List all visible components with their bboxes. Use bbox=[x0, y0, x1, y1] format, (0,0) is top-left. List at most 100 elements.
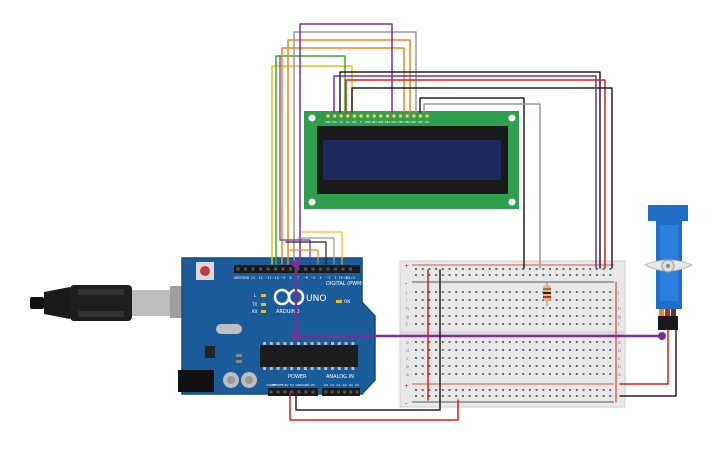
analog-pin-hole[interactable] bbox=[330, 390, 334, 394]
breadboard-hole[interactable] bbox=[455, 315, 458, 317]
breadboard-hole[interactable] bbox=[528, 365, 531, 367]
breadboard-hole[interactable] bbox=[522, 315, 525, 317]
breadboard-hole[interactable] bbox=[602, 341, 605, 343]
breadboard-hole[interactable] bbox=[535, 307, 538, 309]
breadboard-hole[interactable] bbox=[582, 373, 585, 375]
breadboard-hole[interactable] bbox=[522, 373, 525, 375]
breadboard-hole[interactable] bbox=[482, 315, 484, 317]
breadboard-hole[interactable] bbox=[488, 357, 491, 359]
breadboard-hole[interactable] bbox=[562, 373, 565, 375]
breadboard-hole[interactable] bbox=[542, 268, 545, 270]
breadboard-hole[interactable] bbox=[475, 323, 478, 325]
breadboard-hole[interactable] bbox=[508, 323, 511, 325]
breadboard-hole[interactable] bbox=[602, 373, 605, 375]
breadboard-hole[interactable] bbox=[595, 389, 598, 391]
breadboard-hole[interactable] bbox=[515, 395, 518, 397]
lcd-pin[interactable] bbox=[339, 113, 344, 119]
breadboard-hole[interactable] bbox=[468, 357, 471, 359]
breadboard-hole[interactable] bbox=[435, 323, 438, 325]
breadboard-hole[interactable] bbox=[435, 268, 438, 270]
breadboard-hole[interactable] bbox=[535, 341, 538, 343]
breadboard-hole[interactable] bbox=[421, 307, 424, 309]
breadboard-hole[interactable] bbox=[428, 291, 431, 293]
breadboard-hole[interactable] bbox=[415, 307, 417, 309]
breadboard-hole[interactable] bbox=[448, 299, 451, 301]
breadboard-hole[interactable] bbox=[435, 357, 438, 359]
breadboard-hole[interactable] bbox=[415, 274, 417, 276]
breadboard-hole[interactable] bbox=[595, 274, 598, 276]
breadboard-hole[interactable] bbox=[549, 389, 551, 391]
breadboard-hole[interactable] bbox=[475, 268, 478, 270]
breadboard-hole[interactable] bbox=[595, 373, 598, 375]
breadboard-hole[interactable] bbox=[461, 365, 464, 367]
breadboard-hole[interactable] bbox=[609, 349, 612, 351]
digital-pin-hole[interactable] bbox=[311, 267, 315, 271]
breadboard-hole[interactable] bbox=[549, 365, 551, 367]
breadboard-hole[interactable] bbox=[602, 315, 605, 317]
breadboard-hole[interactable] bbox=[535, 299, 538, 301]
breadboard-hole[interactable] bbox=[488, 365, 491, 367]
breadboard-hole[interactable] bbox=[602, 299, 605, 301]
breadboard-hole[interactable] bbox=[475, 395, 478, 397]
breadboard-hole[interactable] bbox=[448, 315, 451, 317]
breadboard-hole[interactable] bbox=[555, 365, 558, 367]
breadboard-hole[interactable] bbox=[542, 323, 545, 325]
breadboard-hole[interactable] bbox=[522, 307, 525, 309]
breadboard-hole[interactable] bbox=[435, 373, 438, 375]
breadboard-hole[interactable] bbox=[609, 389, 612, 391]
breadboard-hole[interactable] bbox=[475, 389, 478, 391]
breadboard-hole[interactable] bbox=[428, 268, 431, 270]
lcd-pin[interactable] bbox=[405, 113, 410, 119]
breadboard-hole[interactable] bbox=[528, 274, 531, 276]
breadboard-hole[interactable] bbox=[542, 315, 545, 317]
breadboard-hole[interactable] bbox=[455, 307, 458, 309]
breadboard-hole[interactable] bbox=[482, 268, 484, 270]
breadboard-hole[interactable] bbox=[461, 349, 464, 351]
breadboard-hole[interactable] bbox=[589, 389, 592, 391]
breadboard-hole[interactable] bbox=[575, 299, 578, 301]
breadboard-hole[interactable] bbox=[508, 268, 511, 270]
breadboard-hole[interactable] bbox=[595, 349, 598, 351]
breadboard-hole[interactable] bbox=[602, 365, 605, 367]
breadboard-hole[interactable] bbox=[488, 299, 491, 301]
breadboard-hole[interactable] bbox=[468, 307, 471, 309]
breadboard-hole[interactable] bbox=[522, 299, 525, 301]
power-pin-hole[interactable] bbox=[297, 390, 301, 394]
breadboard-hole[interactable] bbox=[502, 341, 505, 343]
breadboard-hole[interactable] bbox=[448, 341, 451, 343]
breadboard-hole[interactable] bbox=[461, 299, 464, 301]
breadboard-hole[interactable] bbox=[415, 341, 417, 343]
digital-pin-hole[interactable] bbox=[259, 267, 262, 271]
breadboard-hole[interactable] bbox=[535, 291, 538, 293]
breadboard-hole[interactable] bbox=[575, 395, 578, 397]
breadboard-hole[interactable] bbox=[569, 365, 572, 367]
digital-pin-hole[interactable] bbox=[334, 267, 337, 271]
breadboard-hole[interactable] bbox=[528, 291, 531, 293]
breadboard-hole[interactable] bbox=[569, 373, 572, 375]
breadboard-hole[interactable] bbox=[455, 395, 458, 397]
breadboard-hole[interactable] bbox=[488, 323, 491, 325]
breadboard-hole[interactable] bbox=[602, 274, 605, 276]
breadboard-hole[interactable] bbox=[569, 323, 572, 325]
breadboard-hole[interactable] bbox=[461, 307, 464, 309]
breadboard-hole[interactable] bbox=[522, 274, 525, 276]
breadboard-hole[interactable] bbox=[575, 357, 578, 359]
breadboard-hole[interactable] bbox=[508, 341, 511, 343]
breadboard-hole[interactable] bbox=[435, 315, 438, 317]
breadboard-hole[interactable] bbox=[468, 373, 471, 375]
breadboard-hole[interactable] bbox=[555, 323, 558, 325]
breadboard-hole[interactable] bbox=[421, 395, 424, 397]
breadboard-hole[interactable] bbox=[488, 315, 491, 317]
lcd-pin[interactable] bbox=[391, 113, 397, 119]
breadboard-hole[interactable] bbox=[528, 299, 531, 301]
breadboard-hole[interactable] bbox=[589, 395, 592, 397]
breadboard-hole[interactable] bbox=[435, 349, 438, 351]
breadboard-hole[interactable] bbox=[515, 274, 518, 276]
analog-pin-hole[interactable] bbox=[355, 390, 359, 394]
breadboard-hole[interactable] bbox=[528, 373, 531, 375]
breadboard-hole[interactable] bbox=[528, 357, 531, 359]
breadboard-hole[interactable] bbox=[569, 268, 572, 270]
breadboard-hole[interactable] bbox=[575, 291, 578, 293]
breadboard-hole[interactable] bbox=[589, 299, 592, 301]
breadboard-hole[interactable] bbox=[495, 268, 498, 270]
